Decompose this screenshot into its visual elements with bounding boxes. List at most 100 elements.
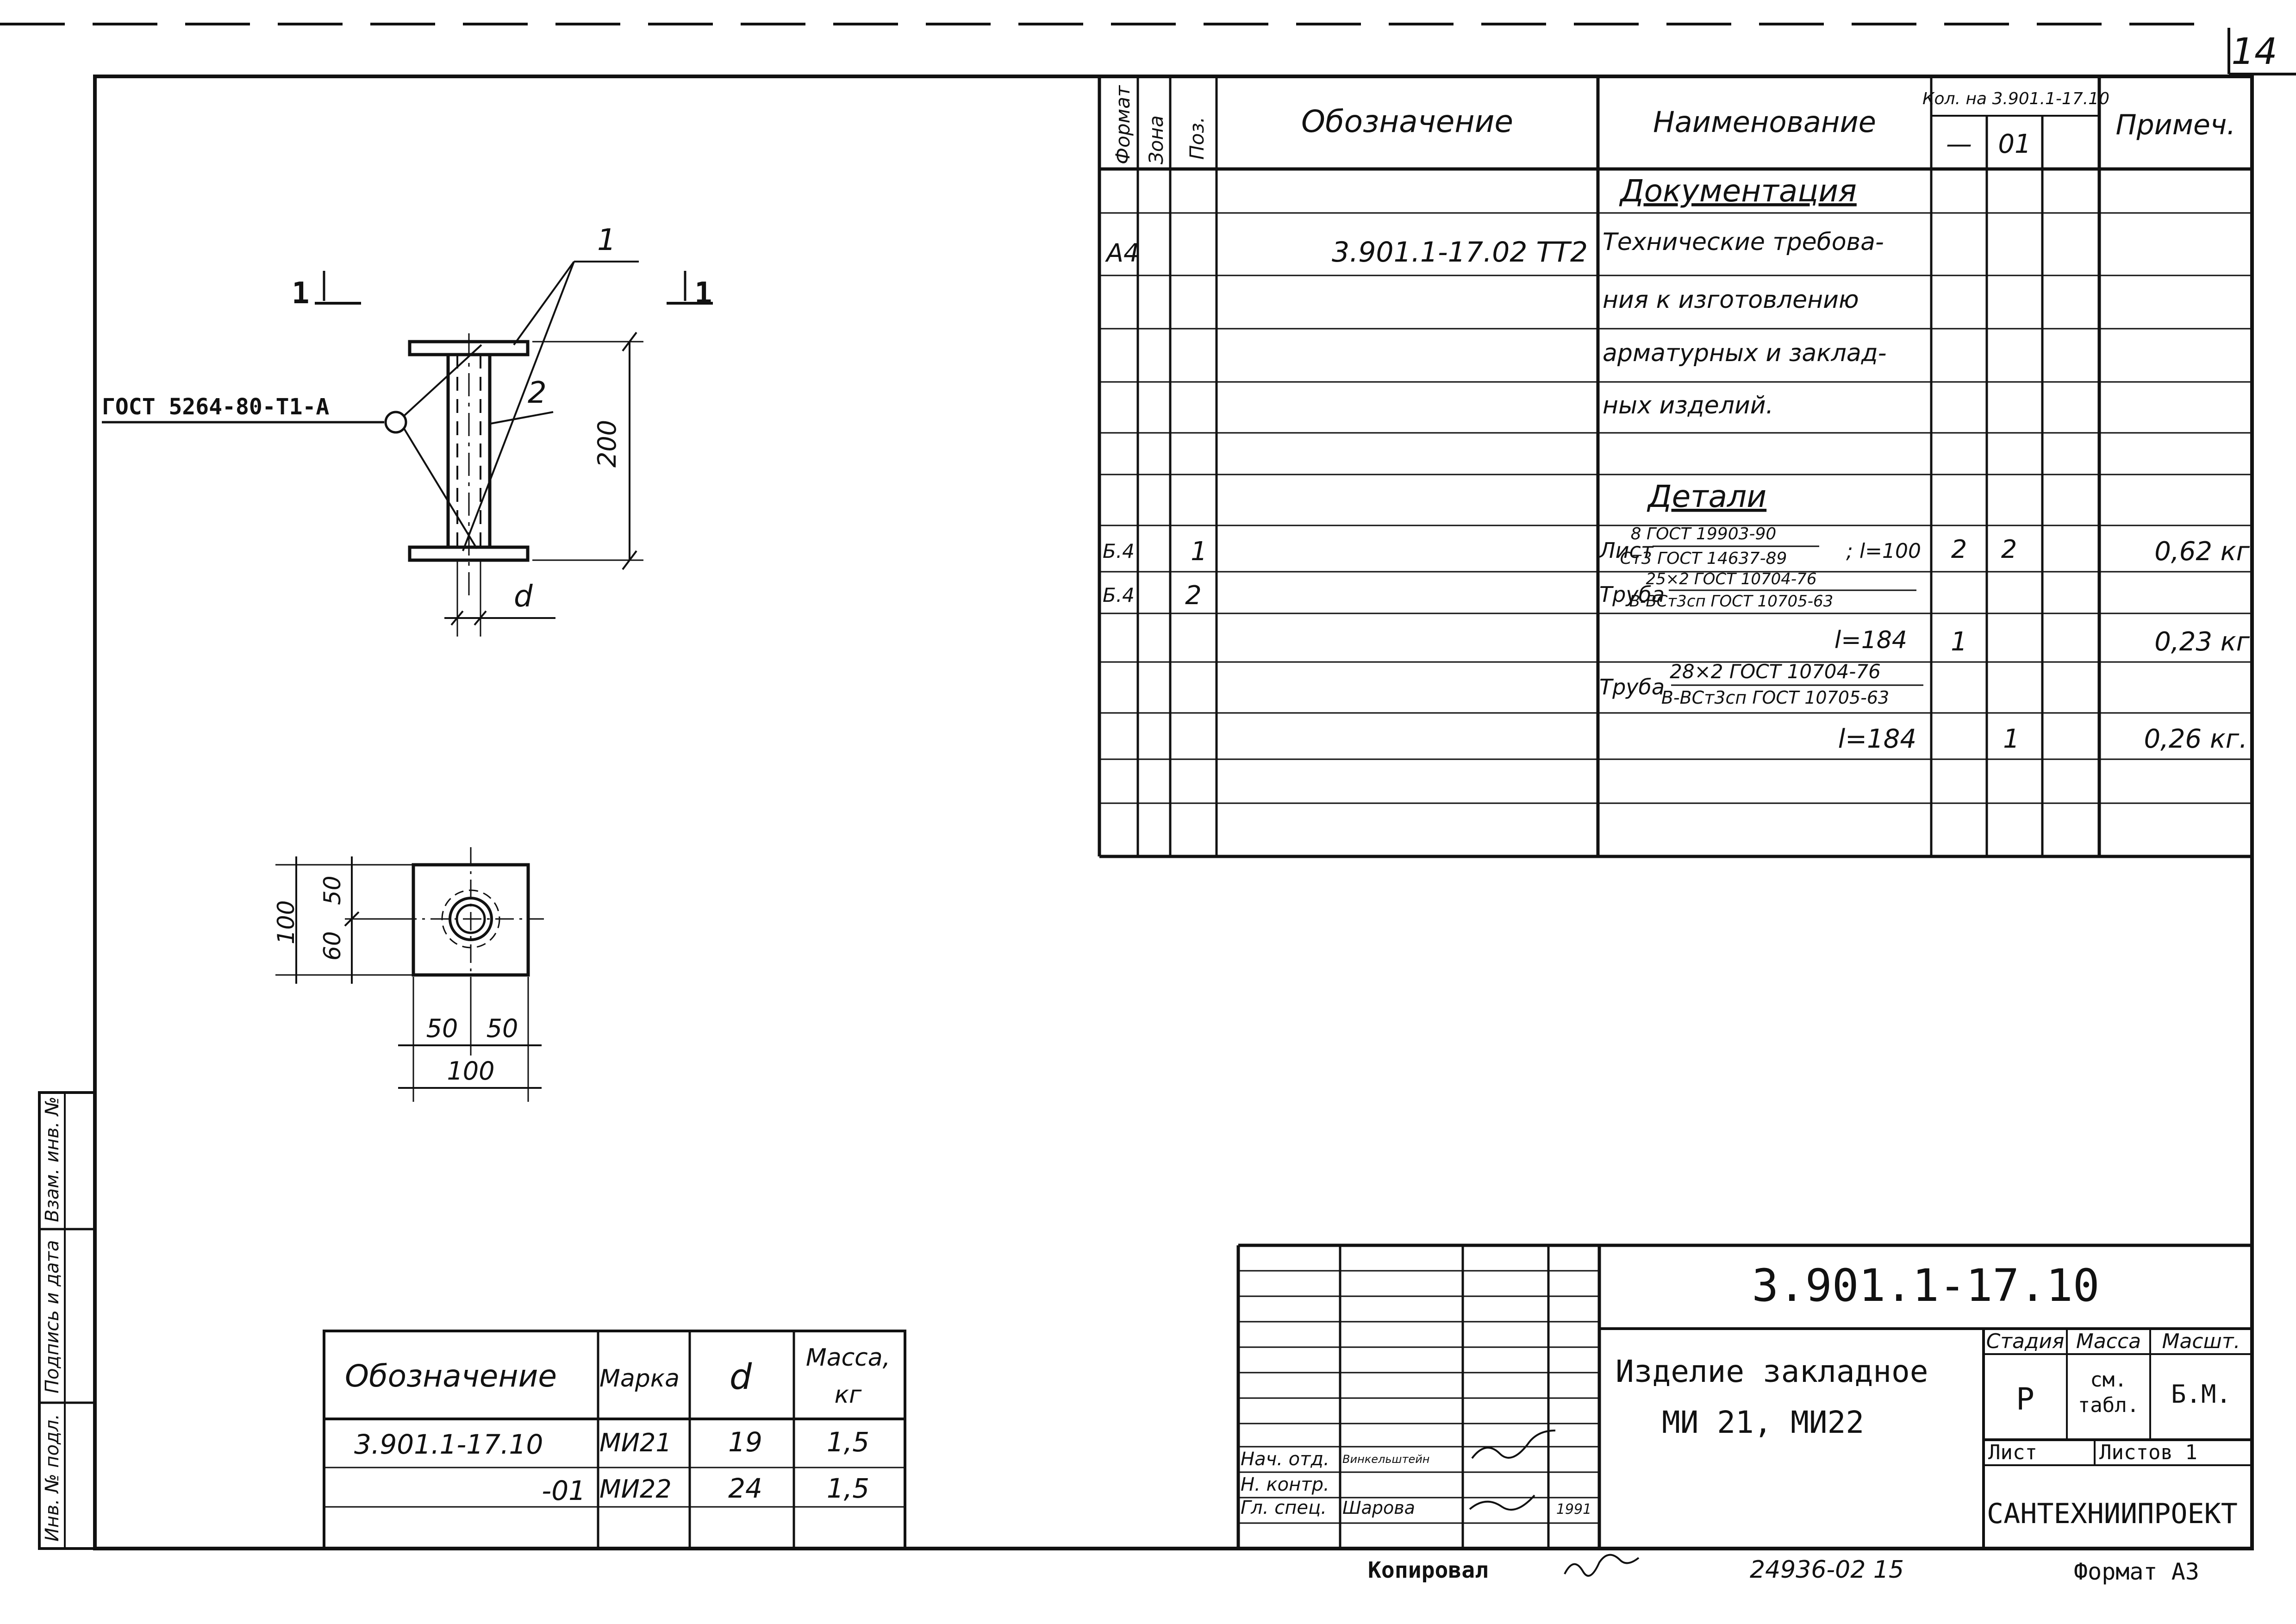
doc-row-name-line3: арматурных и заклад- <box>1603 339 1886 367</box>
part1-note: 0,62 кг <box>2154 537 2250 567</box>
section-mark-right: 1 <box>694 276 712 311</box>
top-edge <box>0 23 2296 75</box>
variants-header-mark: Марка <box>599 1365 680 1393</box>
variants-row2-mass: 1,5 <box>827 1473 869 1504</box>
variants-header-designation: Обозначение <box>345 1358 557 1394</box>
part2-numer: 25×2 ГОСТ 10704-76 <box>1646 570 1817 588</box>
plan-dim-left-outer: 100 <box>273 900 299 944</box>
leader-label-1: 1 <box>597 223 616 257</box>
doc-row-format: А4 <box>1105 238 1139 268</box>
title-block-organization: САНТЕХНИИПРОЕКТ <box>1987 1498 2238 1530</box>
spec-header-format: Формат <box>1111 85 1134 164</box>
doc-row-designation: 3.901.1-17.02 ТТ2 <box>1332 236 1588 269</box>
elevation-view <box>102 261 713 637</box>
plan-dim-bottom-b: 50 <box>487 1014 518 1043</box>
spec-header-zone: Зона <box>1145 115 1167 164</box>
footer-copied-label: Копировал <box>1368 1557 1488 1583</box>
title-block-sheets-label: Листов 1 <box>2099 1441 2197 1464</box>
part2-pos: 2 <box>1185 581 1202 611</box>
spec-header-designation: Обозначение <box>1301 104 1513 139</box>
spec-header-qty-b: 01 <box>1998 129 2031 159</box>
part3-note: 0,26 кг. <box>2144 724 2247 754</box>
variants-row2-mark: МИ22 <box>599 1474 672 1504</box>
part2-format: Б.4 <box>1103 584 1135 606</box>
part1-prefix: Лист <box>1598 538 1654 563</box>
part3-denom: В-ВСт3сп ГОСТ 10705-63 <box>1661 687 1889 708</box>
leader-label-2: 2 <box>528 376 547 410</box>
staff-name-3: Шарова <box>1342 1498 1415 1518</box>
part3-qty-b: 1 <box>2003 724 2020 754</box>
staff-year-3: 1991 <box>1556 1501 1591 1518</box>
title-block-code: 3.901.1-17.10 <box>1752 1260 2099 1312</box>
title-block-grid <box>1236 1243 2252 1549</box>
part3-prefix: Труба <box>1599 675 1665 700</box>
weld-note: ГОСТ 5264-80-Т1-А <box>102 394 329 420</box>
plan-dim-left-top: 50 <box>319 875 346 905</box>
part3-length: l=184 <box>1838 724 1916 754</box>
variants-header-mass-1: Масса, <box>806 1344 890 1372</box>
title-block-item-name-1: Изделие закладное <box>1616 1354 1928 1389</box>
part1-numer: 8 ГОСТ 19903-90 <box>1631 525 1777 543</box>
dim-height: 200 <box>593 420 622 468</box>
spec-header-qty: Кол. на 3.901.1-17.10 <box>1922 89 2109 108</box>
title-block-item-name-2: МИ 21, МИ22 <box>1662 1405 1864 1440</box>
plan-dim-left-bottom: 60 <box>319 931 346 961</box>
title-block-scale-value: Б.М. <box>2171 1380 2231 1409</box>
part1-format: Б.4 <box>1103 540 1135 562</box>
variants-row1-designation: 3.901.1-17.10 <box>354 1429 543 1460</box>
plan-dim-bottom-total: 100 <box>447 1056 494 1086</box>
spec-header-note: Примеч. <box>2116 109 2236 141</box>
side-stamp <box>38 1091 96 1550</box>
title-block-mass-value-2: табл. <box>2078 1393 2139 1417</box>
side-stamp-replaced: Взам. инв. № <box>42 1096 63 1222</box>
variants-table-grid <box>323 1330 906 1550</box>
footer-copied-signature <box>1564 1554 1640 1577</box>
doc-row-name-line1: Технические требова- <box>1603 228 1884 256</box>
part1-length: ; l=100 <box>1846 539 1921 563</box>
side-stamp-signature: Подпись и дата <box>42 1240 63 1393</box>
spec-section-docs: Документация <box>1619 173 1857 209</box>
doc-row-name-line2: ния к изготовлению <box>1603 286 1859 314</box>
title-block-stage-label: Стадия <box>1986 1330 2065 1353</box>
sheet-number: 14 <box>2231 31 2277 73</box>
part3-numer: 28×2 ГОСТ 10704-76 <box>1670 660 1881 683</box>
sheet-frame <box>93 75 2254 1550</box>
spec-header-name: Наименование <box>1653 105 1876 139</box>
doc-row-name-line4: ных изделий. <box>1603 392 1773 419</box>
staff-name-1: Винкельштейн <box>1342 1453 1430 1466</box>
title-block-stage-value: Р <box>2016 1381 2034 1417</box>
title-block-mass-value-1: см. <box>2090 1368 2127 1392</box>
footer-order-number: 24936-02 15 <box>1750 1556 1904 1584</box>
spec-section-parts: Детали <box>1647 479 1766 514</box>
variants-row2-d: 24 <box>728 1473 762 1504</box>
staff-role-1: Нач. отд. <box>1241 1449 1329 1470</box>
title-block-sheet-label: Лист <box>1988 1441 2037 1464</box>
side-stamp-inv: Инв. № подл. <box>42 1414 63 1542</box>
part1-qty-a: 2 <box>1951 535 1967 564</box>
variants-row1-mark: МИ21 <box>599 1428 672 1457</box>
title-block-mass-label: Масса <box>2076 1330 2141 1353</box>
dim-d: d <box>514 580 533 614</box>
footer-format-label: Формат А3 <box>2074 1558 2199 1585</box>
spec-header-qty-a: — <box>1946 129 1972 159</box>
part2-qty-a: 1 <box>1951 627 1967 657</box>
part2-denom: В-ВСт3сп ГОСТ 10705-63 <box>1629 592 1834 611</box>
part2-length: l=184 <box>1834 626 1907 654</box>
staff-role-3: Гл. спец. <box>1241 1497 1327 1518</box>
section-mark-left: 1 <box>292 276 310 311</box>
title-block-scale-label: Масшт. <box>2162 1330 2240 1353</box>
plan-view <box>275 847 544 1102</box>
variants-header-mass-2: кг <box>835 1381 862 1409</box>
part1-denom: Ст3 ГОСТ 14637-89 <box>1620 549 1787 568</box>
variants-header-d: d <box>730 1356 752 1397</box>
variants-row2-designation: -01 <box>542 1475 586 1506</box>
variants-row1-d: 19 <box>728 1426 762 1458</box>
variants-row1-mass: 1,5 <box>827 1426 869 1458</box>
part2-prefix: Труба <box>1599 582 1665 607</box>
spec-header-pos: Поз. <box>1185 117 1208 160</box>
staff-role-2: Н. контр. <box>1241 1474 1329 1495</box>
spec-table-grid <box>1098 76 2252 858</box>
part1-pos: 1 <box>1191 537 1207 567</box>
part2-note: 0,23 кг <box>2154 627 2250 657</box>
